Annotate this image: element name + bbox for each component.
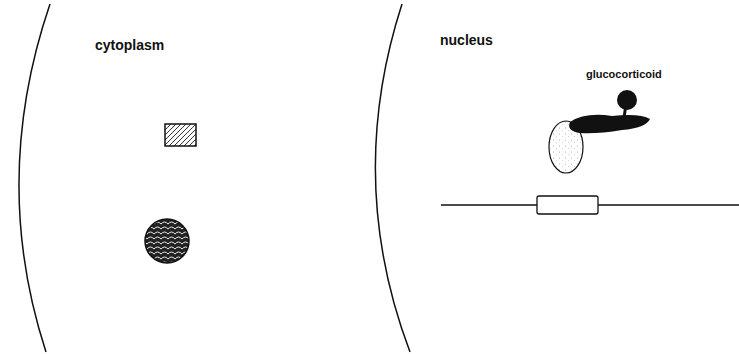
- receptor-complex: [145, 219, 189, 263]
- glucocorticoid-molecule: [617, 90, 637, 110]
- receptor: [569, 115, 650, 133]
- hatched-protein: [165, 124, 196, 146]
- molecule-label: glucocorticoid: [586, 68, 662, 80]
- cell-membrane: [19, 4, 50, 352]
- nuclear-membrane: [375, 4, 410, 352]
- region-label: nucleus: [440, 33, 493, 48]
- region-label: cytoplasm: [95, 38, 164, 53]
- gene-element: [537, 196, 598, 214]
